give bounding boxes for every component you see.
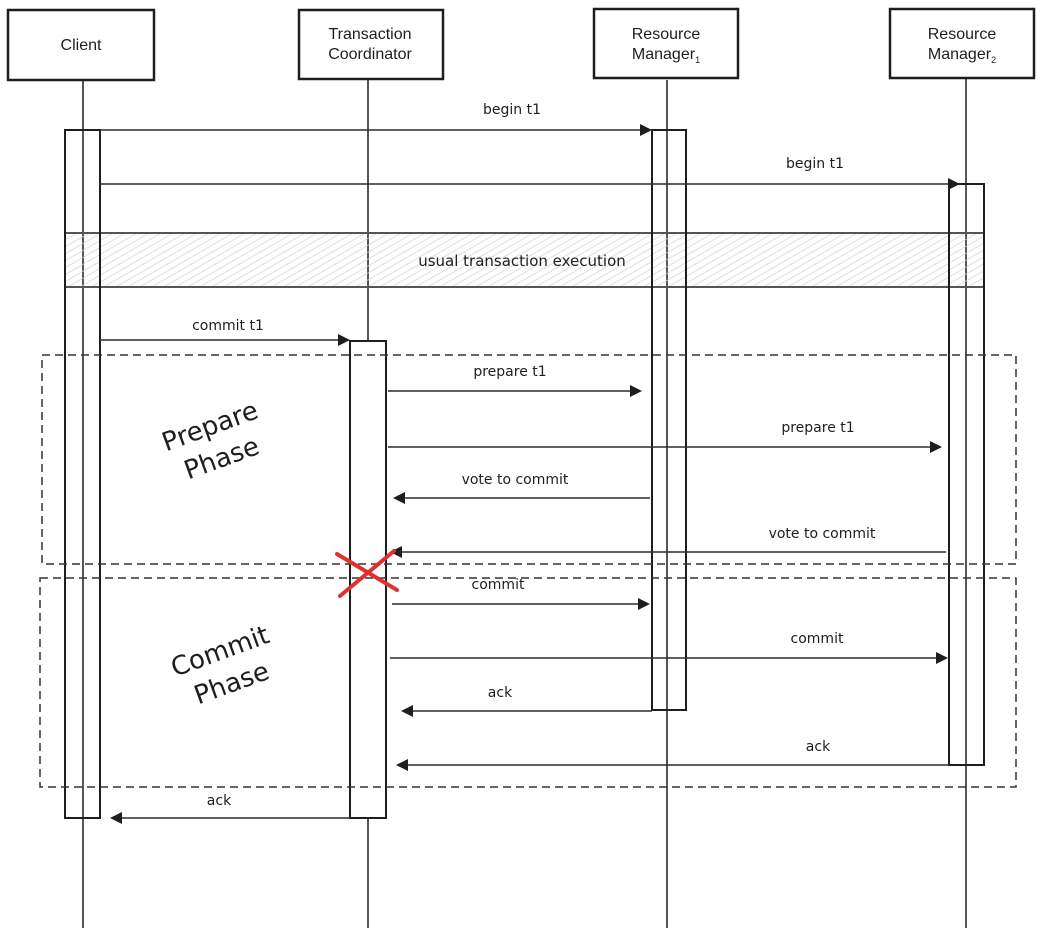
svg-text:Transaction: Transaction — [329, 26, 412, 43]
message-label: ack — [207, 793, 232, 809]
activation-resource-manager-1 — [651, 129, 687, 711]
message-label: commit t1 — [192, 318, 264, 334]
note-usual-execution: usual transaction execution — [64, 232, 985, 288]
message-label: commit — [791, 631, 844, 647]
svg-text:Client: Client — [61, 37, 102, 54]
frame-prepare-phase — [41, 354, 1017, 565]
svg-text:Resource: Resource — [928, 26, 997, 43]
message-label: begin t1 — [483, 102, 541, 118]
svg-text:Resource: Resource — [632, 26, 701, 43]
phase-label-commit: Commit Phase — [167, 620, 273, 711]
coordinator-failure-x-icon — [335, 549, 399, 598]
svg-text:Coordinator: Coordinator — [328, 46, 412, 63]
actor-resource-manager-1: Resource Manager1 — [592, 7, 740, 80]
message-label: ack — [806, 739, 831, 755]
message-label: prepare t1 — [473, 364, 546, 380]
message-label: vote to commit — [769, 526, 876, 542]
message-label: commit — [472, 577, 525, 593]
actor-client: Client — [6, 8, 156, 82]
message-label: begin t1 — [786, 156, 844, 172]
svg-text:Manager2: Manager2 — [928, 46, 996, 65]
activation-resource-manager-2 — [948, 183, 985, 766]
note-label: usual transaction execution — [418, 252, 626, 270]
message-label: prepare t1 — [781, 420, 854, 436]
svg-text:Manager1: Manager1 — [632, 46, 700, 65]
actor-resource-manager-2: Resource Manager2 — [888, 7, 1036, 80]
frame-commit-phase — [39, 577, 1017, 788]
message-label: vote to commit — [462, 472, 569, 488]
phase-label-prepare: Prepare Phase — [158, 396, 263, 486]
activation-client — [64, 129, 101, 819]
message-label: ack — [488, 685, 513, 701]
actor-transaction-coordinator: Transaction Coordinator — [297, 8, 445, 81]
